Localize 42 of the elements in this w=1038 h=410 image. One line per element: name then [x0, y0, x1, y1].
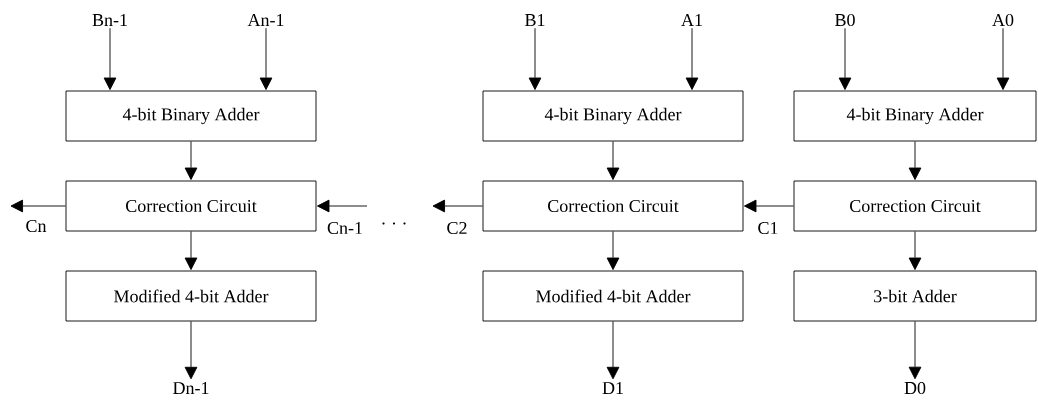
- adder-box: Correction Circuit: [482, 180, 744, 232]
- arrow: [317, 199, 368, 213]
- adder-box: 4-bit Binary Adder: [482, 90, 744, 142]
- edge-label: Cn: [26, 219, 47, 233]
- arrow: [744, 199, 794, 213]
- signal-label: Bn-1: [92, 14, 127, 26]
- arrow: [184, 231, 198, 270]
- signal-label: D1: [602, 382, 623, 394]
- adder-box: Correction Circuit: [793, 180, 1037, 232]
- edge-label: C2: [447, 221, 467, 235]
- adder-box: 4-bit Binary Adder: [793, 90, 1037, 142]
- arrow: [908, 141, 922, 180]
- arrow: [838, 27, 852, 90]
- ellipsis-label: · · ·: [382, 222, 406, 225]
- arrow: [103, 27, 117, 90]
- arrow: [184, 141, 198, 180]
- edge-label: C1: [758, 221, 778, 235]
- arrow: [606, 321, 620, 380]
- edge-label: Cn-1: [327, 221, 362, 235]
- signal-label: Dn-1: [173, 382, 209, 394]
- arrow: [606, 141, 620, 180]
- adder-box: Correction Circuit: [65, 180, 317, 232]
- arrow: [908, 231, 922, 270]
- signal-label: B1: [525, 14, 545, 26]
- arrow: [528, 27, 542, 90]
- arrow: [259, 27, 273, 90]
- adder-box: Modified 4-bit Adder: [65, 270, 317, 322]
- adder-box: 4-bit Binary Adder: [65, 90, 317, 142]
- signal-label: A0: [992, 13, 1014, 27]
- arrow: [908, 321, 922, 380]
- signal-label: A1: [681, 14, 702, 26]
- arrow: [432, 199, 483, 213]
- arrow: [184, 321, 198, 380]
- arrow: [996, 27, 1010, 90]
- arrow: [685, 27, 699, 90]
- signal-label: D0: [904, 381, 926, 395]
- adder-box: Modified 4-bit Adder: [482, 270, 744, 322]
- arrow: [10, 199, 66, 213]
- signal-label: B0: [835, 13, 855, 27]
- signal-label: An-1: [247, 14, 284, 26]
- adder-box: 3-bit Adder: [793, 270, 1037, 322]
- arrow: [606, 231, 620, 270]
